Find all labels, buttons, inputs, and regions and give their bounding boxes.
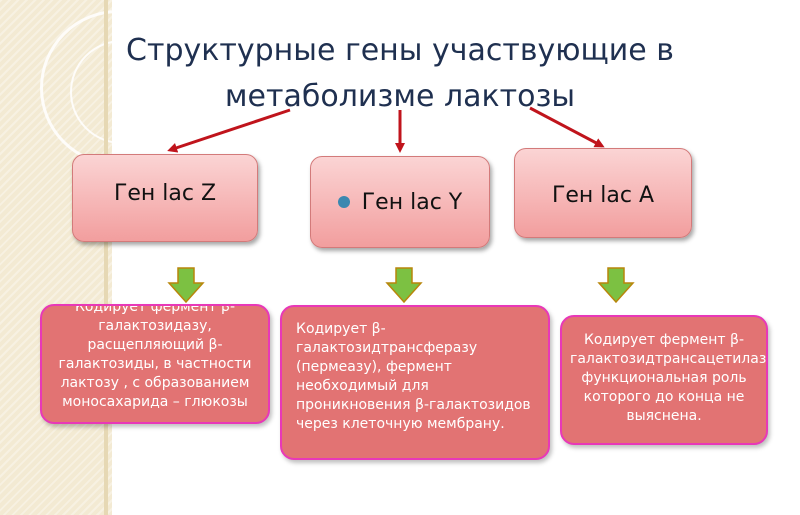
description-lac-z: Кодирует фермент β-галактозидазу, расщеп… xyxy=(40,304,270,424)
arrow-to-lac-a xyxy=(529,106,605,148)
description-text: Кодирует фермент β-галактозидтрансацетил… xyxy=(570,332,768,424)
gene-box-lac-a: Ген lac A xyxy=(514,148,692,238)
slide-title: Структурные гены участвующие в метаболиз… xyxy=(120,28,680,120)
gene-label: Ген lac A xyxy=(551,183,655,208)
gene-box-lac-z: Ген lac Z xyxy=(72,154,258,242)
down-arrow-lac-y xyxy=(385,267,423,304)
gene-label: Ген lac Y xyxy=(361,189,463,215)
decorative-stripe xyxy=(104,0,108,515)
description-lac-y: Кодирует β-галактозидтрансферазу (пермеа… xyxy=(280,305,550,460)
title-line-1: Структурные гены участвующие в xyxy=(126,33,674,68)
gene-label: Ген lac Z xyxy=(113,180,217,206)
decorative-side-panel xyxy=(0,0,196,515)
description-lac-a: Кодирует фермент β-галактозидтрансацетил… xyxy=(560,315,768,445)
down-arrow-lac-z xyxy=(167,267,205,304)
bullet-icon xyxy=(337,196,350,208)
arrow-to-lac-z xyxy=(167,108,291,153)
decorative-ring xyxy=(70,40,174,144)
gene-box-lac-y: Ген lac Y xyxy=(310,156,490,248)
description-text: Кодирует β-галактозидтрансферазу (пермеа… xyxy=(296,321,531,432)
down-arrow-lac-a xyxy=(597,267,635,304)
title-line-2: метаболизме лактозы xyxy=(224,79,576,114)
description-text: Кодирует фермент β-галактозидазу, расщеп… xyxy=(58,304,252,410)
